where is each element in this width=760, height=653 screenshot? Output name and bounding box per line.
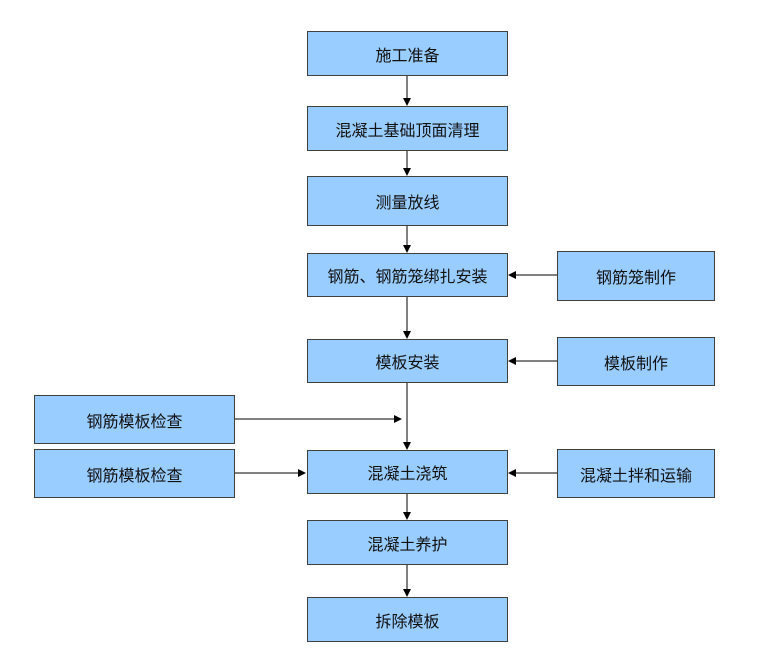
step-formwork-installation: 模板安装 (307, 339, 508, 383)
step-formwork-removal: 拆除模板 (307, 597, 508, 642)
step-concrete-curing: 混凝土养护 (307, 520, 508, 565)
step-foundation-cleaning: 混凝土基础顶面清理 (307, 106, 508, 151)
input-inspection-upper: 钢筋模板检查 (34, 395, 235, 444)
input-inspection-lower: 钢筋模板检查 (34, 449, 235, 498)
input-concrete-mixing-transport: 混凝土拌和运输 (557, 449, 715, 498)
input-rebar-cage-fabrication: 钢筋笼制作 (557, 251, 715, 301)
step-concrete-pouring: 混凝土浇筑 (307, 450, 508, 494)
input-formwork-fabrication: 模板制作 (557, 337, 715, 386)
step-survey-layout: 测量放线 (307, 176, 508, 226)
step-construction-prep: 施工准备 (307, 31, 508, 76)
step-rebar-installation: 钢筋、钢筋笼绑扎安装 (307, 253, 508, 297)
